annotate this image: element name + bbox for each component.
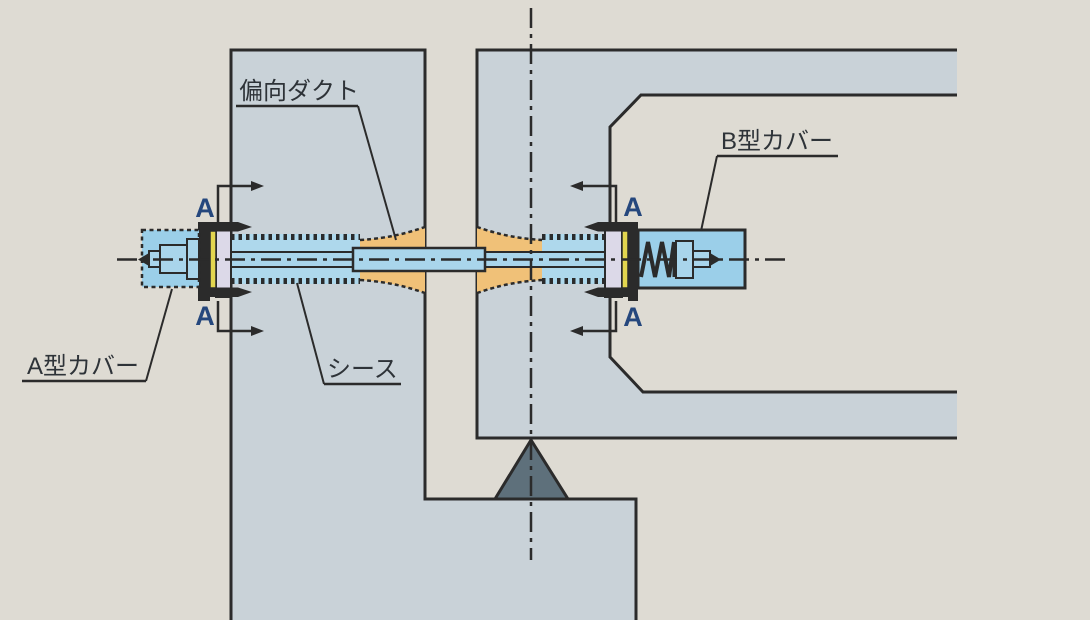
- section-label-left-top: A: [195, 193, 215, 223]
- section-arrow-left-top: [251, 181, 264, 191]
- bar-tip-right: [710, 253, 721, 266]
- deflection-duct-left-outline-top: [359, 225, 426, 242]
- left-concrete-block: [229, 48, 638, 620]
- anchor-lug-left-top: [200, 222, 252, 232]
- section-arrow-right-top: [570, 181, 583, 191]
- recess-former-right: [604, 226, 623, 298]
- label-cover-b: B型カバー: [721, 128, 833, 155]
- section-label-right-bottom: A: [623, 302, 643, 332]
- label-deflection-duct: 偏向ダクト: [239, 78, 359, 105]
- section-arrow-right-bottom: [570, 326, 583, 336]
- deflection-duct-right-outline-top: [476, 225, 543, 242]
- bearing-plate-right: [628, 222, 638, 301]
- section-label-right-top: A: [623, 192, 643, 222]
- label-cover-a-leader: [145, 288, 173, 382]
- anchor-lug-left-bottom: [200, 287, 252, 297]
- bearing-plate-left: [198, 222, 210, 301]
- anchor-lug-right-top: [584, 222, 636, 232]
- label-sheath-leader: [296, 282, 325, 385]
- section-label-left-bottom: A: [195, 301, 215, 331]
- section-arrow-left-bottom: [251, 326, 264, 336]
- section-cut-line-right-bottom: [580, 301, 618, 333]
- right-concrete-block: [477, 50, 957, 438]
- section-cut-line-right-top: [580, 184, 618, 222]
- label-sheath: シース: [327, 356, 398, 383]
- deflection-duct-right-outline-bottom: [476, 278, 543, 295]
- section-cut-line-left-bottom: [216, 301, 254, 333]
- deflection-duct-left-outline-bottom: [359, 278, 426, 295]
- section-cut-line-left-top: [216, 184, 254, 222]
- label-cover-a: A型カバー: [27, 353, 139, 380]
- anchor-lug-right-bottom: [584, 287, 636, 297]
- recess-former-left: [215, 226, 232, 298]
- label-cover-b-leader: [700, 155, 718, 232]
- label-deflection-duct-leader: [357, 105, 397, 241]
